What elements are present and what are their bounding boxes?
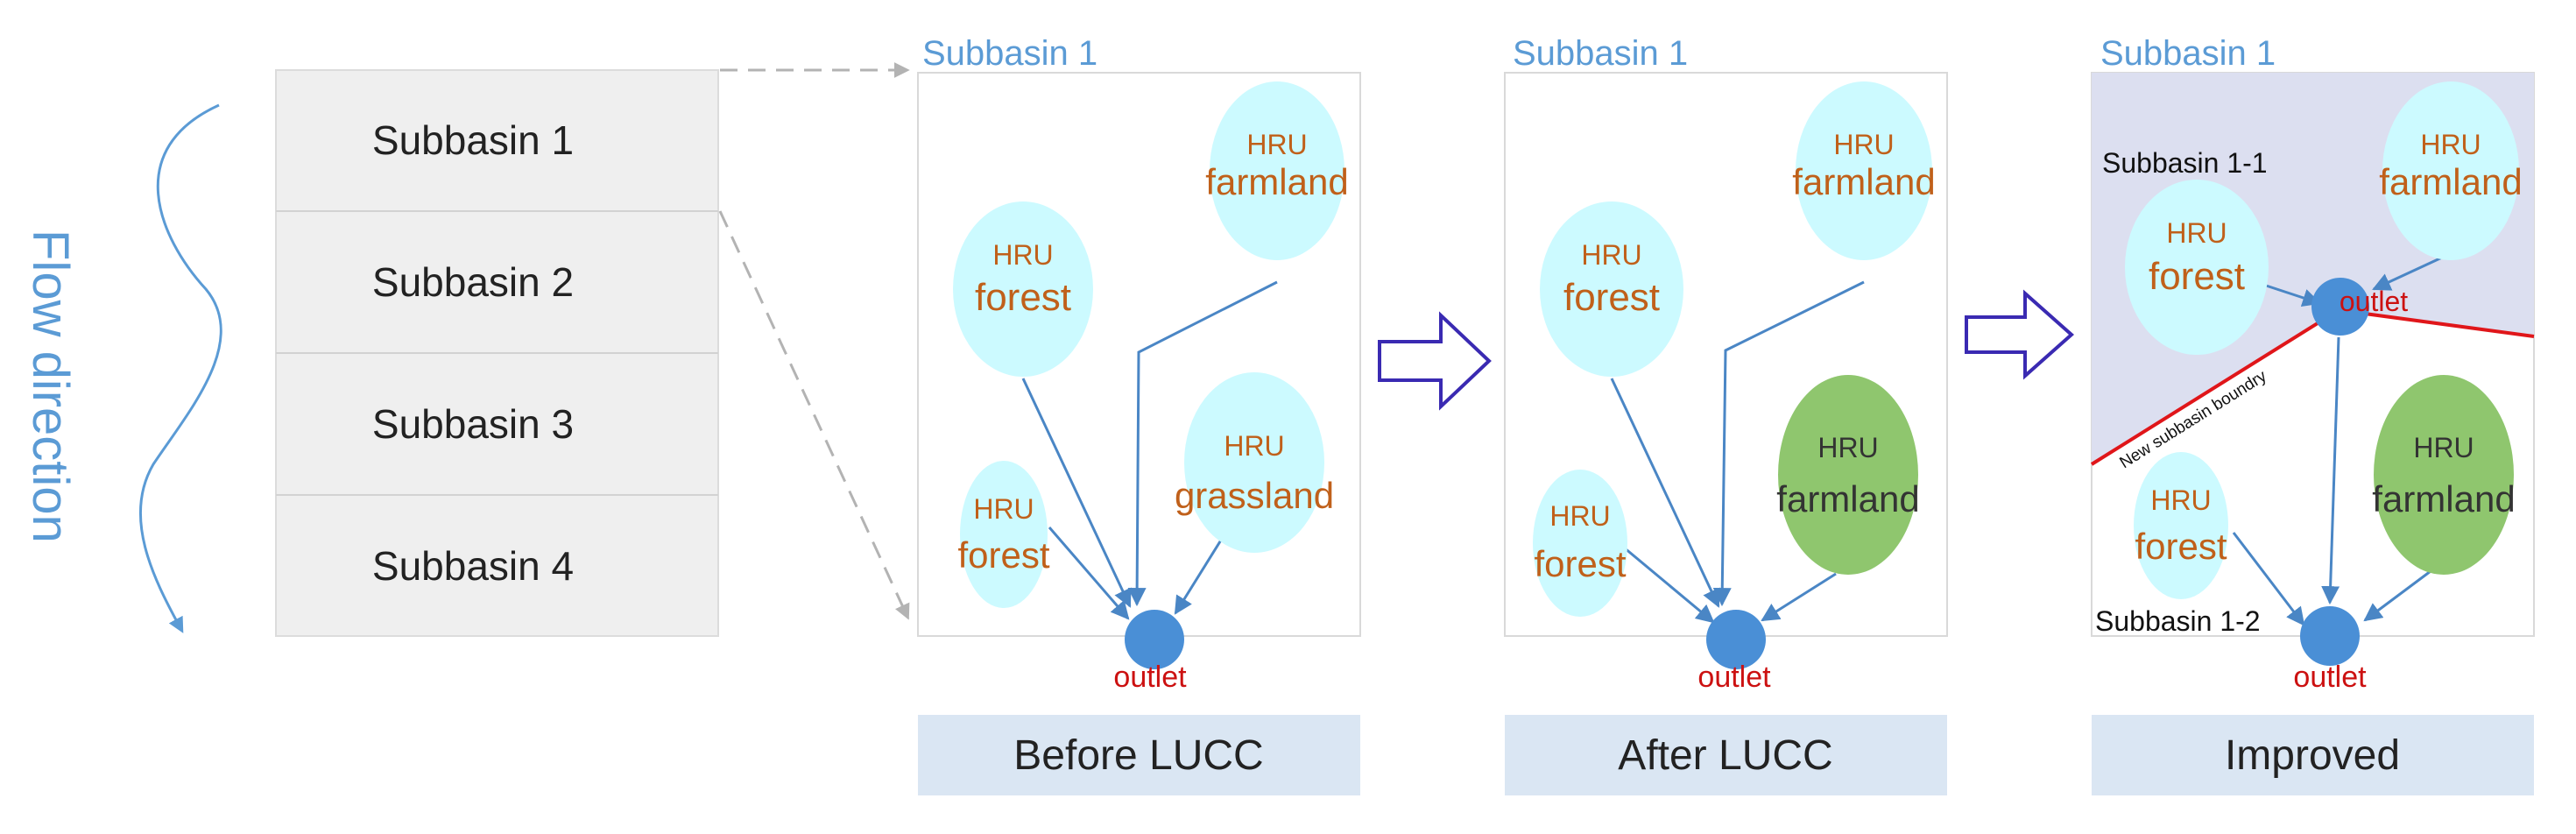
svg-text:farmland: farmland [2372,478,2515,519]
subbasin-stack: Subbasin 1 Subbasin 2 Subbasin 3 Subbasi… [275,69,719,637]
step-arrow-icon [1965,289,2075,380]
svg-text:HRU: HRU [1549,500,1610,532]
caption-before: Before LUCC [1013,732,1263,779]
svg-text:HRU: HRU [1224,430,1284,462]
svg-text:forest: forest [2149,255,2245,298]
svg-text:grassland: grassland [1175,475,1334,516]
panel-improved: Subbasin 1 New subbasin boundry Subbasin… [2090,34,2535,795]
zoom-connectors [718,62,910,620]
panel-after-title: Subbasin 1 [1513,34,1688,73]
svg-text:HRU: HRU [992,239,1053,271]
hru-before-grassland: HRU grassland [1175,372,1334,553]
svg-text:forest: forest [1534,543,1626,584]
subbasin-row-2: Subbasin 2 [372,259,574,305]
outlet-improved-lower [2300,606,2360,666]
svg-text:forest: forest [2135,526,2227,567]
hru-after-forest-1: HRU forest [1540,201,1683,377]
step-arrow-icon [1378,311,1492,411]
svg-text:HRU: HRU [2413,432,2474,463]
subbasin-row-1: Subbasin 1 [372,117,574,163]
svg-text:HRU: HRU [2420,129,2481,160]
svg-text:HRU: HRU [2166,217,2227,249]
arrows-improved [2232,255,2445,626]
caption-after: After LUCC [1618,732,1832,779]
outlet-before-label: outlet [1113,661,1187,694]
outlet-after [1706,610,1766,669]
hru-after-farmland: HRU farmland [1792,81,1936,260]
svg-text:HRU: HRU [2150,484,2211,516]
hru-after-forest-2: HRU forest [1533,470,1627,617]
svg-text:HRU: HRU [973,493,1034,525]
svg-text:farmland: farmland [1776,478,1919,519]
svg-text:farmland: farmland [1205,161,1348,202]
svg-text:farmland: farmland [2379,161,2522,202]
arrows-after [1610,280,1865,624]
outlet-improved-upper-label: outlet [2340,286,2408,317]
outlet-improved-upper [2311,278,2369,336]
flow-direction-label: Flow direction [22,230,79,543]
panel-after-lucc: Subbasin 1 HRU farmland HRU forest HRU f… [1504,34,1948,795]
svg-text:forest: forest [957,534,1049,576]
outlet-before [1125,610,1184,669]
panel-improved-title: Subbasin 1 [2100,34,2276,73]
caption-improved: Improved [2225,732,2400,779]
hru-before-forest-1: HRU forest [953,201,1093,377]
svg-text:HRU: HRU [1817,432,1878,463]
subbasin-row-3: Subbasin 3 [372,401,574,447]
svg-text:HRU: HRU [1581,239,1641,271]
flow-direction: Flow direction [22,103,222,633]
hru-improved-farmland: HRU farmland [2379,81,2523,260]
outlet-improved-lower-label: outlet [2293,661,2367,694]
subbasin-1-2-label: Subbasin 1-2 [2095,605,2261,637]
subbasin-1-1-label: Subbasin 1-1 [2102,147,2268,179]
svg-text:HRU: HRU [1246,129,1307,160]
svg-text:forest: forest [975,276,1071,319]
arrows-before [1021,280,1278,620]
svg-text:forest: forest [1563,276,1660,319]
svg-text:HRU: HRU [1833,129,1894,160]
panel-before-lucc: Subbasin 1 HRU farmland HRU forest HRU g… [917,34,1361,795]
hru-improved-farmland-green: HRU farmland [2372,375,2516,575]
hru-before-forest-2: HRU forest [957,461,1050,608]
hru-improved-forest-2: HRU forest [2134,452,2228,599]
hru-after-farmland-green: HRU farmland [1776,375,1920,575]
panel-before-title: Subbasin 1 [922,34,1097,73]
hru-improved-forest-1: HRU forest [2125,180,2269,355]
hru-before-farmland: HRU farmland [1205,81,1349,260]
subbasin-row-4: Subbasin 4 [372,543,574,589]
svg-text:farmland: farmland [1792,161,1935,202]
outlet-after-label: outlet [1697,661,1771,694]
flow-direction-wave-icon [139,103,222,633]
